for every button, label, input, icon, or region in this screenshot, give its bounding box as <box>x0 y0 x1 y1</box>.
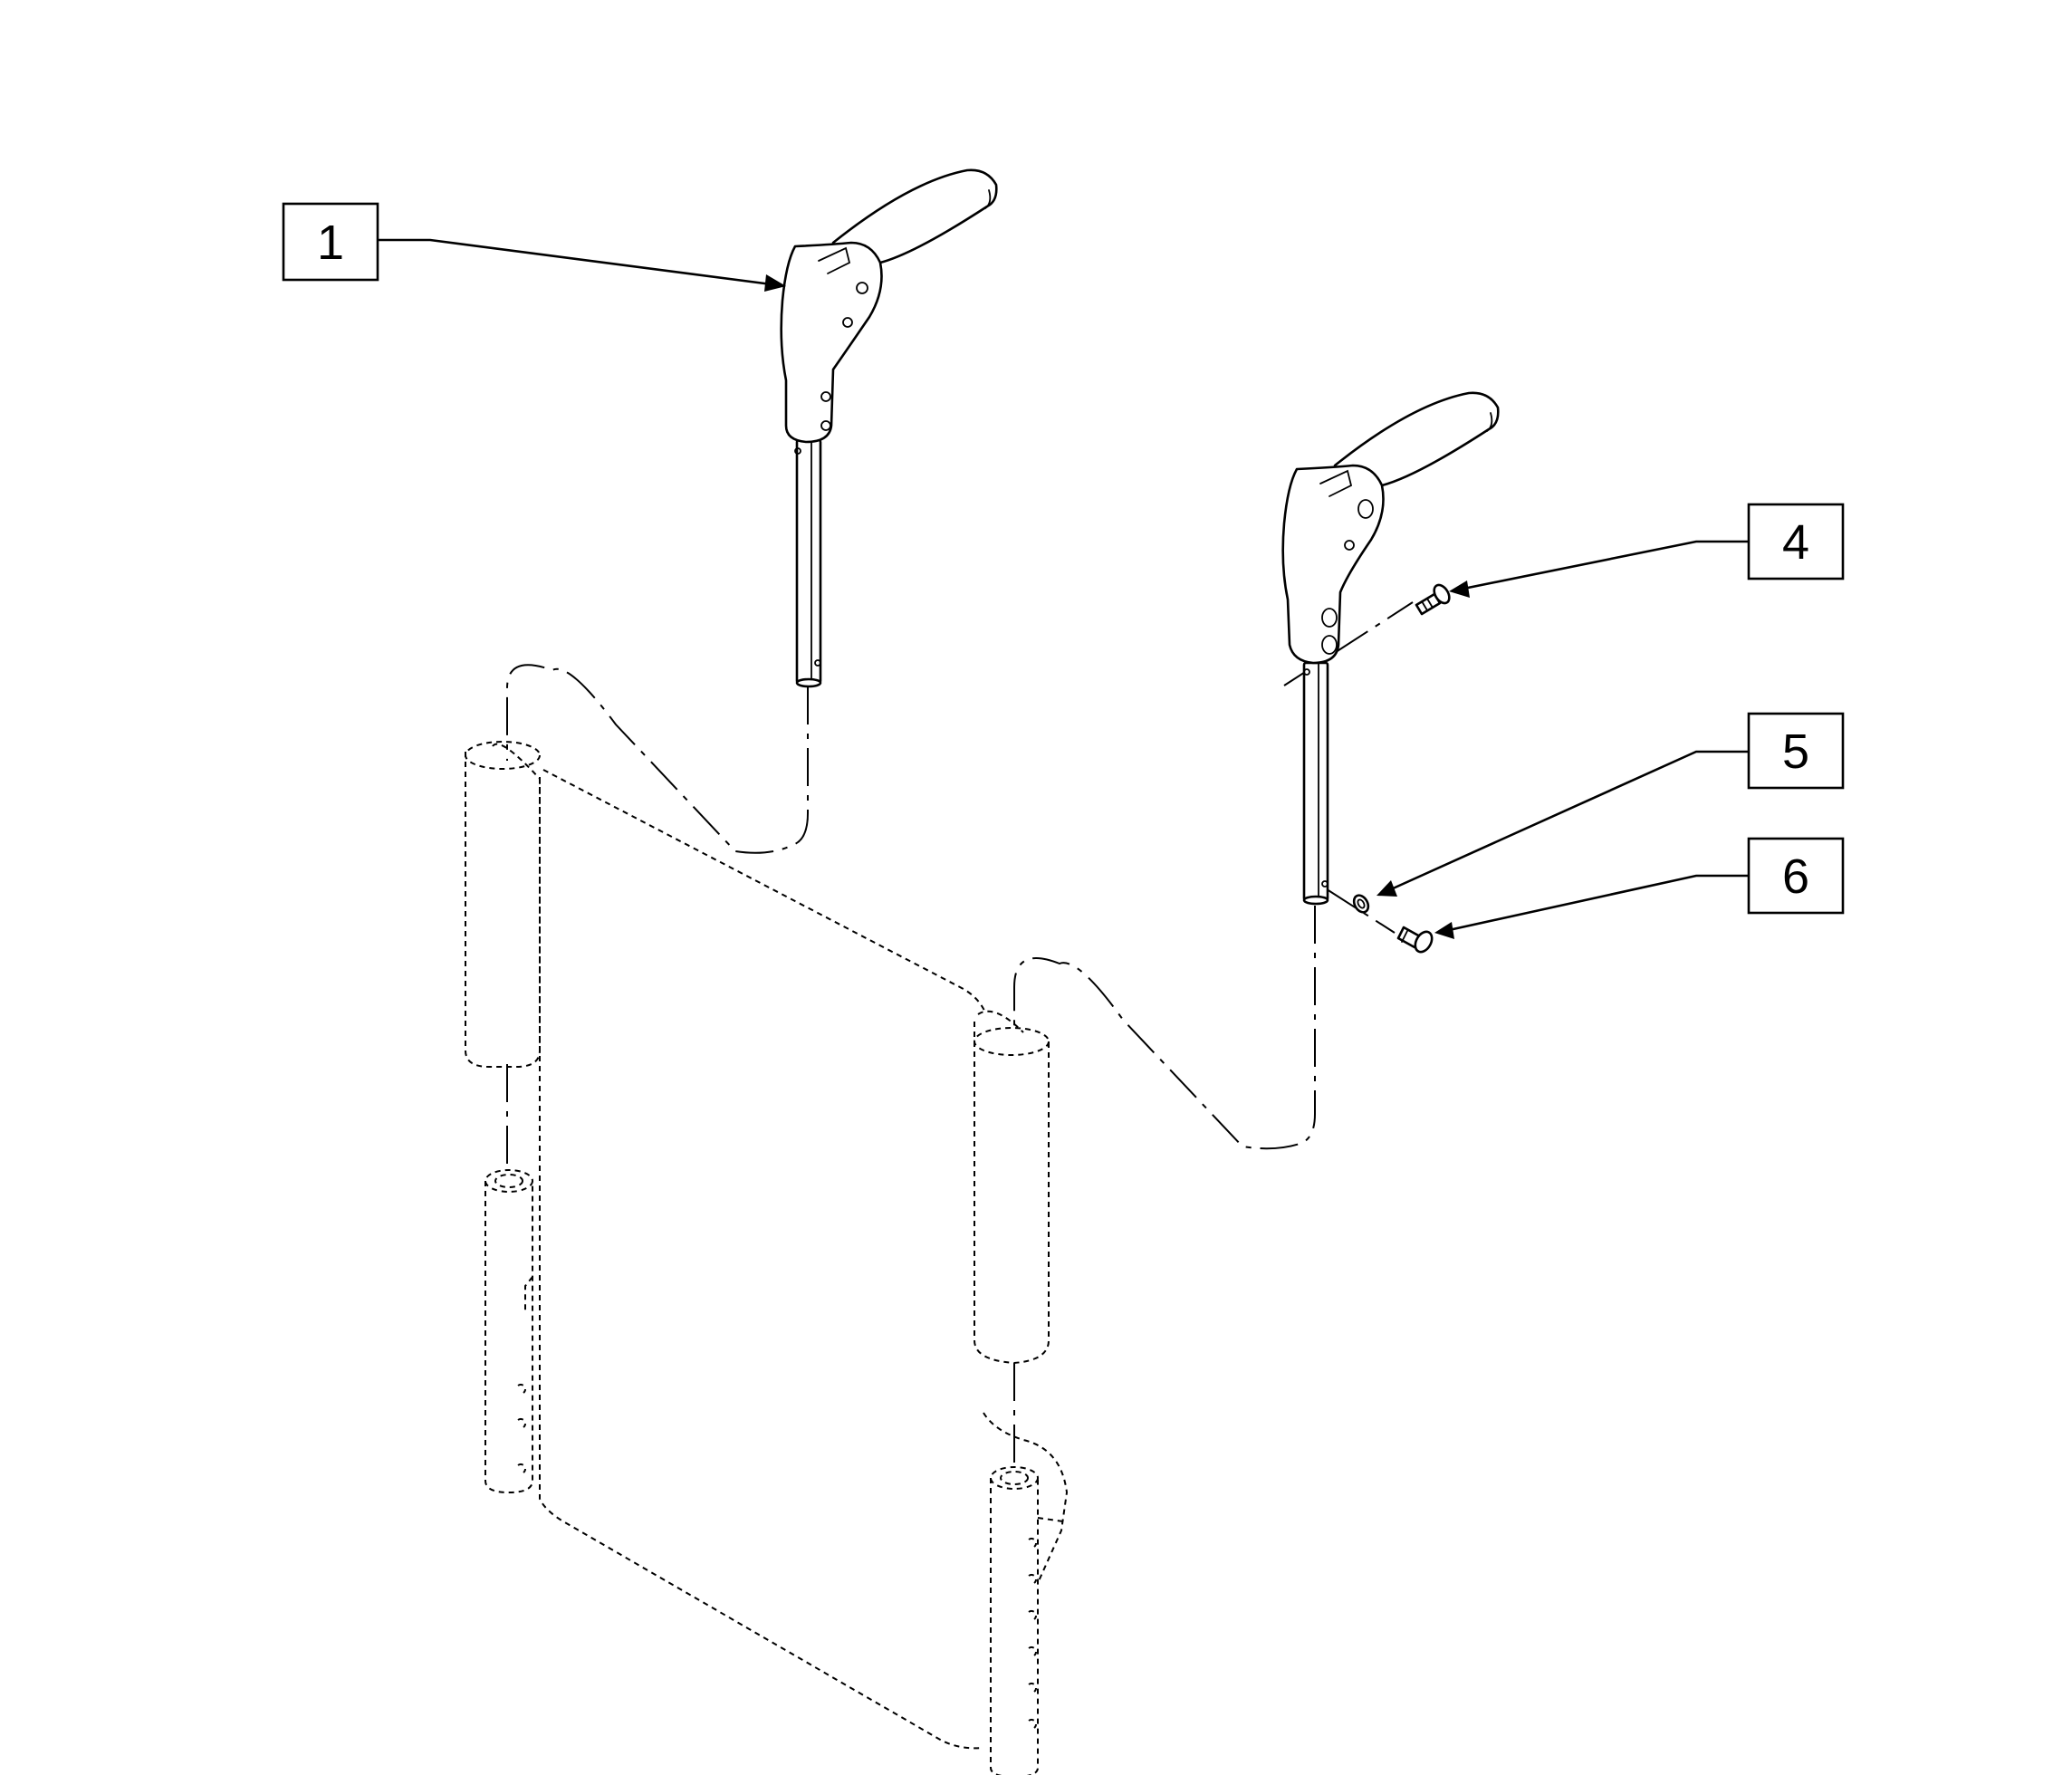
washer-item-5 <box>1352 894 1370 914</box>
assembly-lines <box>506 601 1414 1467</box>
right-armrest-bracket <box>1281 464 1385 665</box>
seat-panel <box>539 769 986 1750</box>
callout-5-label: 5 <box>1782 724 1809 779</box>
screw-item-4 <box>1415 583 1451 616</box>
leader-6 <box>1434 874 1748 939</box>
leader-4 <box>1449 540 1748 598</box>
right-armrest <box>1281 391 1500 906</box>
callout-4-label: 4 <box>1782 515 1809 570</box>
wheelchair-frame-hidden <box>465 741 1069 1775</box>
right-receiver-tube <box>974 1010 1050 1365</box>
callout-1: 1 <box>282 202 379 282</box>
left-armrest-post <box>794 438 822 688</box>
leader-lines <box>379 238 1748 939</box>
leader-5 <box>1377 750 1748 897</box>
left-armrest-bracket <box>780 241 883 444</box>
left-lower-tube <box>484 1169 533 1494</box>
leader-1 <box>379 238 786 292</box>
screw-item-6 <box>1396 926 1434 954</box>
callout-6-label: 6 <box>1782 849 1809 904</box>
right-armrest-post <box>1302 661 1329 906</box>
callout-1-label: 1 <box>317 216 344 270</box>
left-receiver-tube <box>465 741 541 1068</box>
callout-4: 4 <box>1747 503 1845 580</box>
callout-6: 6 <box>1747 837 1845 915</box>
left-armrest <box>780 168 998 688</box>
right-lower-tube <box>983 1412 1069 1775</box>
callout-5: 5 <box>1747 712 1845 790</box>
